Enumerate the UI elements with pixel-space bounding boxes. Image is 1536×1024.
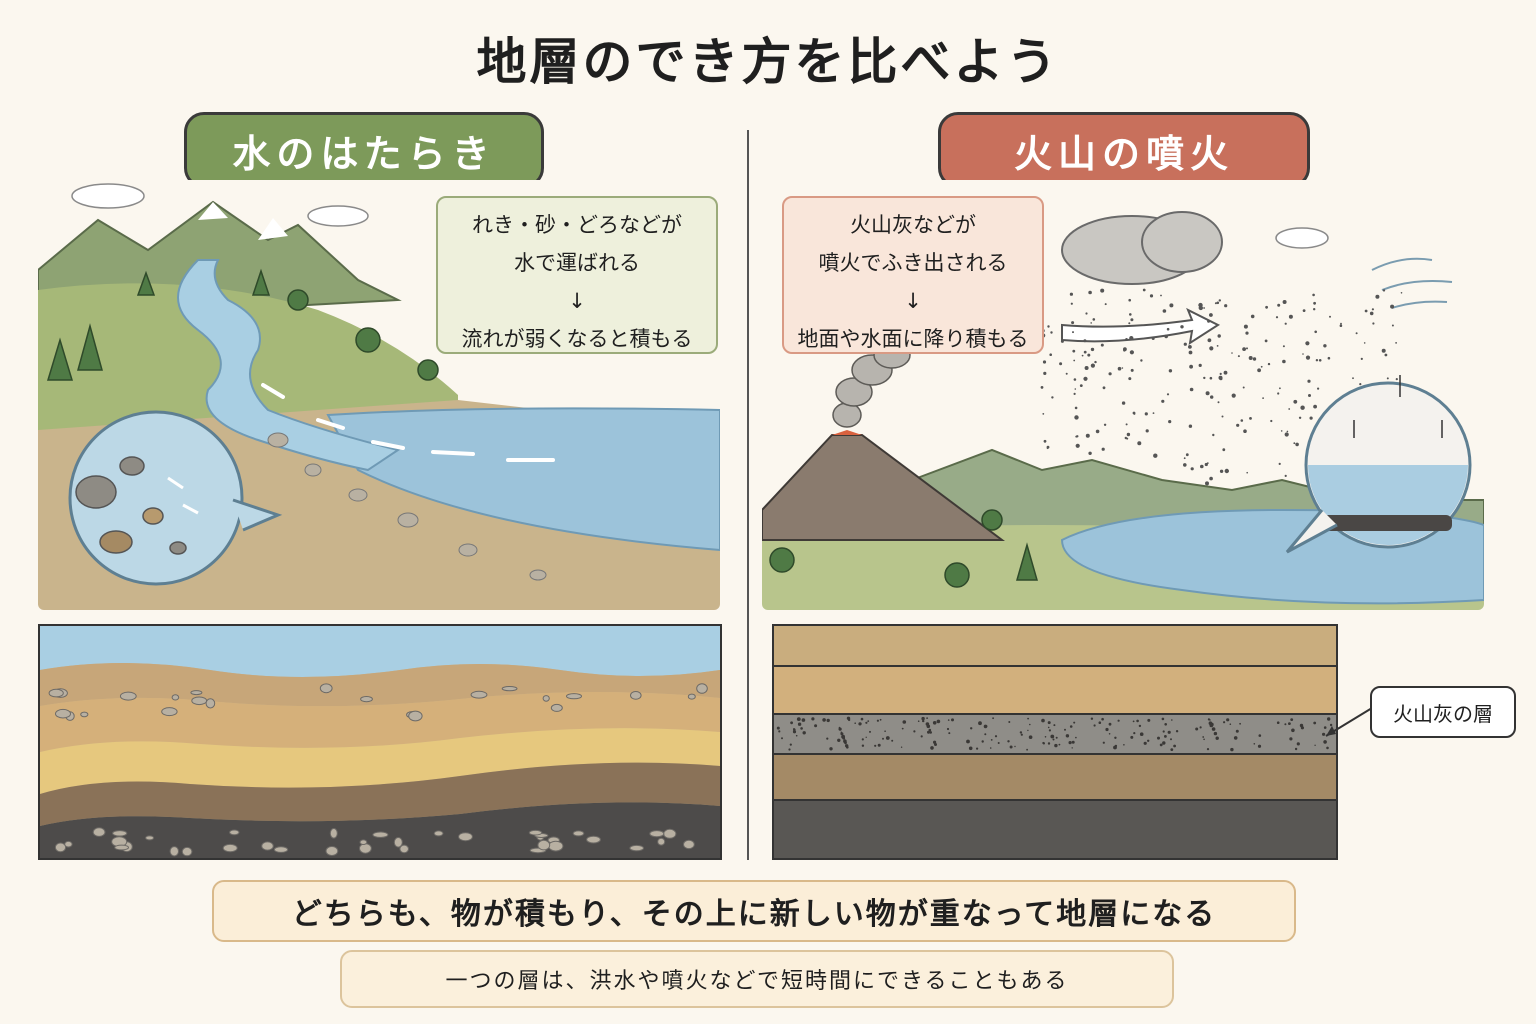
down-arrow-icon: ↓ (568, 289, 586, 313)
water-note-line-4: 流れが弱くなると積もる (461, 327, 693, 351)
summary-main: どちらも、物が積もり、その上に新しい物が重なって地層になる (212, 880, 1296, 942)
volcano-process-note: 火山灰などが 噴火でふき出される ↓ 地面や水面に降り積もる (782, 196, 1044, 354)
water-note-line-2: 水で運ばれる (514, 251, 640, 275)
down-arrow-icon: ↓ (904, 289, 922, 313)
water-note-line-1: れき・砂・どろなどが (472, 213, 682, 237)
pebble-marks (48, 683, 708, 857)
summary-sub: 一つの層は、洪水や噴火などで短時間にできることもある (340, 950, 1174, 1008)
volcano-note-line-1: 火山灰などが (850, 213, 976, 237)
pointer-arrow-icon (1325, 707, 1373, 737)
center-divider (747, 130, 749, 860)
grain-marks (776, 716, 1333, 752)
water-process-note: れき・砂・どろなどが 水で運ばれる ↓ 流れが弱くなると積もる (436, 196, 718, 354)
volcano-scene-illustration (762, 180, 1484, 610)
ash-layer-band (774, 714, 1336, 754)
volcano-strata-cross-section (772, 624, 1338, 860)
cloud-icon (71, 183, 369, 227)
page-title: 地層のでき方を比べよう (476, 33, 1060, 91)
ash-cloud-icon (1061, 211, 1223, 285)
water-heading: 水のはたらき (184, 112, 544, 188)
volcano-heading: 火山の噴火 (938, 112, 1310, 188)
volcano-note-line-2: 噴火でふき出される (818, 251, 1008, 275)
water-strata-cross-section (38, 624, 722, 860)
volcano-note-line-4: 地面や水面に降り積もる (797, 327, 1029, 351)
ash-layer-label: 火山灰の層 (1370, 686, 1516, 738)
